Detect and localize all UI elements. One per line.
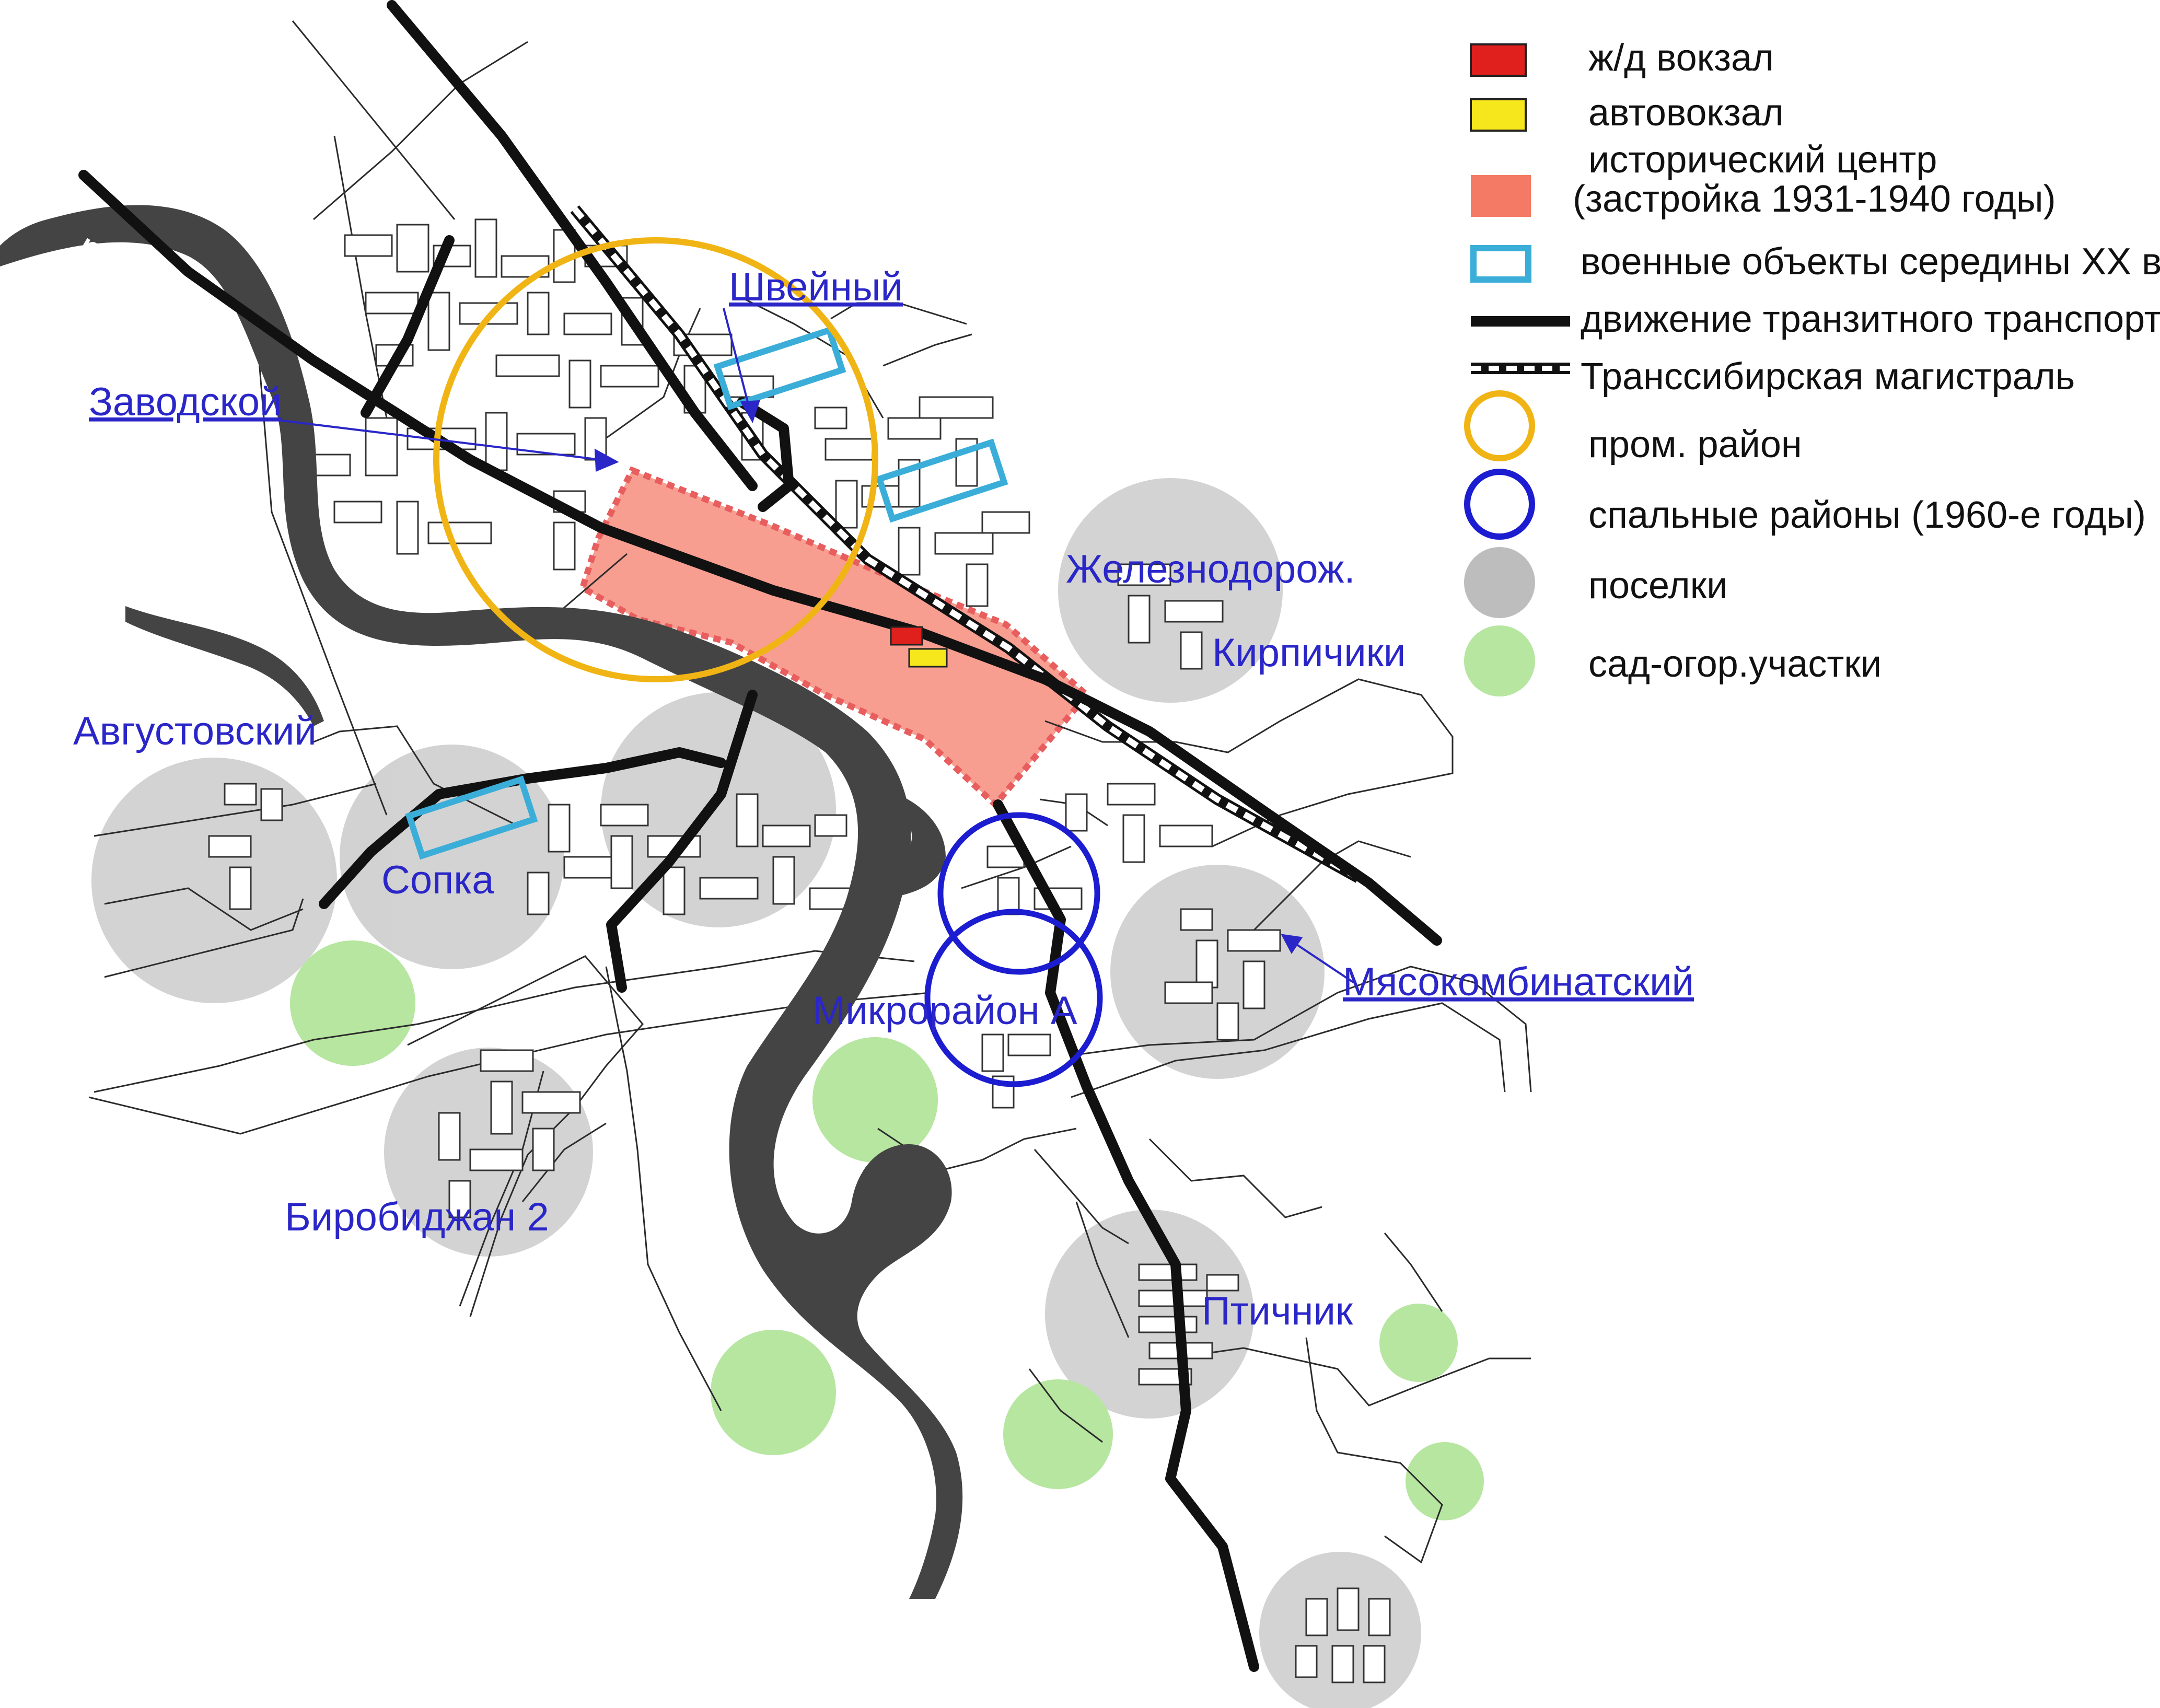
legend-swatch-residential (1464, 469, 1535, 540)
military-objects (405, 326, 1008, 860)
transit-west-link (606, 690, 758, 993)
legend-item-transsib: Транссибирская магистраль (1471, 356, 2075, 398)
legend-swatch-gardens (1464, 625, 1535, 696)
legend-item-residential: спальные районы (1960-е годы) (1464, 469, 2146, 540)
legend-item-bus-station: автовокзал (1470, 92, 1784, 134)
transit-shveyny-spur (737, 397, 794, 512)
bus-station-marker (908, 648, 948, 668)
label-zavodskoy: Заводской (89, 380, 282, 424)
legend-item-settlements: поселки (1464, 547, 1727, 618)
place-labels: Швейный Заводской Железнодорож. Кирпичик… (73, 265, 1694, 1333)
label-shveyny: Швейный (729, 265, 903, 309)
label-ptichnik: Птичник (1202, 1289, 1353, 1333)
label-sopka: Сопка (381, 858, 494, 902)
transit-sopka-link (319, 747, 726, 909)
industrial-district (433, 237, 878, 682)
transit-west-spur (361, 235, 455, 418)
legend-label-industrial: пром. район (1588, 424, 1802, 466)
legend-label-transit: движение транзитного транспорта (1581, 298, 2160, 340)
legend-item-transit: движение транзитного транспорта (1471, 298, 2160, 340)
legend-swatch-rail-station (1470, 43, 1527, 77)
legend: ж/д вокзал автовокзал исторический центр… (1464, 37, 2160, 696)
military-sopka (405, 775, 538, 860)
garden-5 (1379, 1304, 1458, 1382)
label-leaders (282, 308, 1354, 983)
legend-label-gardens: сад-огор.участки (1588, 643, 1882, 685)
residential-north (937, 812, 1100, 975)
legend-label-settlements: поселки (1588, 565, 1727, 607)
river-bira (0, 205, 963, 1599)
settlement-zheleznodorozh (1058, 478, 1283, 703)
label-birobidzhan2: Биробиджан 2 (285, 1195, 549, 1239)
legend-label-transsib: Транссибирская магистраль (1581, 356, 2075, 398)
military-east (875, 438, 1008, 523)
river-branch (872, 789, 946, 899)
gardens-layer (290, 940, 1484, 1520)
garden-4 (1003, 1379, 1113, 1489)
label-avgustovsky: Августовский (73, 709, 317, 753)
legend-item-military: военные объекты середины XX в (1470, 241, 2160, 283)
legend-item-gardens: сад-огор.участки (1464, 625, 1882, 696)
label-myasokombinatsky: Мясокомбинатский (1343, 960, 1694, 1004)
garden-6 (1406, 1442, 1484, 1520)
garden-2 (812, 1037, 938, 1163)
residential-districts (924, 812, 1103, 1087)
legend-item-industrial: пром. район (1464, 390, 1802, 466)
label-mikrorayon-a: Микрорайон А (812, 989, 1077, 1033)
river-oxbow (125, 606, 324, 726)
legend-swatch-military (1470, 245, 1531, 283)
label-zheleznodorozh: Железнодорож. (1066, 547, 1355, 591)
historic-center-area (578, 466, 1091, 809)
legend-swatch-historic-center (1471, 175, 1531, 217)
transit-north-rail-road (387, 0, 758, 491)
legend-swatch-settlements (1464, 547, 1535, 618)
legend-label-rail-station: ж/д вокзал (1588, 37, 1774, 79)
legend-swatch-industrial (1464, 390, 1535, 461)
garden-1 (290, 940, 415, 1066)
transsib-railway (570, 205, 1362, 883)
legend-label-military: военные объекты середины XX в (1581, 241, 2160, 283)
garden-3 (711, 1330, 836, 1455)
legend-label-historic-center: исторический центр (1588, 139, 1937, 181)
legend-item-rail-station: ж/д вокзал (1470, 37, 1774, 79)
transit-routes (78, 0, 1442, 1672)
transit-main-nw-se (78, 170, 1442, 946)
legend-swatch-bus-station (1470, 98, 1527, 132)
legend-item-historic-center: исторический центр (застройка 1931-1940 … (1471, 139, 2056, 220)
settlement-ptichnik (1045, 1210, 1254, 1419)
transit-south (993, 799, 1259, 1672)
military-shveyny (713, 326, 846, 411)
settlement-avgustovsky (91, 758, 337, 1003)
residential-mikrorayon-a (924, 909, 1103, 1087)
settlement-sopka (340, 745, 564, 969)
legend-label-historic-center-years: (застройка 1931-1940 годы) (1573, 178, 2056, 220)
label-kirpichiki: Кирпичики (1212, 631, 1406, 675)
legend-label-residential: спальные районы (1960-е годы) (1588, 494, 2146, 536)
rail-station-marker (890, 626, 923, 646)
legend-label-bus-station: автовокзал (1588, 92, 1784, 134)
